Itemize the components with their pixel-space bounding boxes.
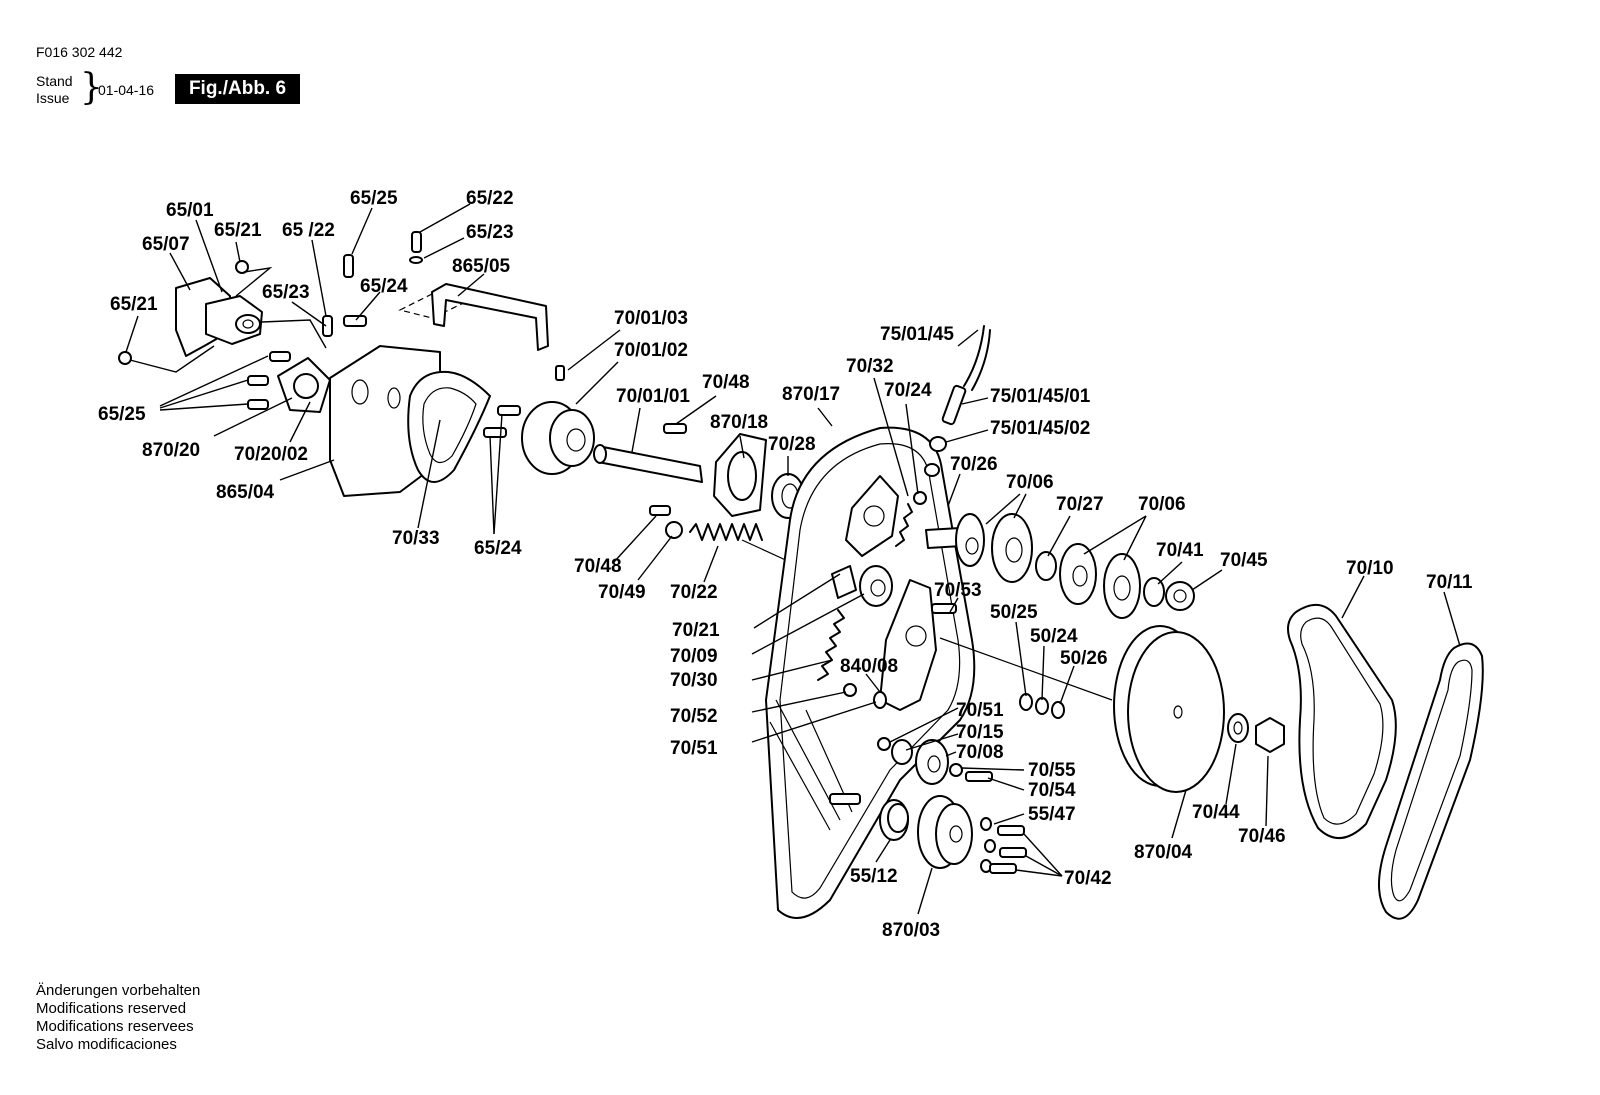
part-label: 870/18 — [710, 412, 768, 433]
part-label: 70/49 — [598, 582, 646, 603]
part-label: 70/11 — [1426, 572, 1473, 593]
part-label: 70/26 — [950, 454, 998, 475]
part-label: 70/32 — [846, 356, 894, 377]
part-label: 50/25 — [990, 602, 1038, 623]
part-label: 70/10 — [1346, 558, 1394, 579]
pulley-stack-part — [925, 513, 1195, 619]
drive-shaft-part — [593, 423, 703, 483]
part-label: 840/08 — [840, 656, 898, 677]
leader-lines — [125, 203, 1461, 915]
issue-date: 01-04-16 — [98, 82, 155, 98]
part-label: 70/20/02 — [234, 444, 308, 465]
part-label: 70/28 — [768, 434, 816, 455]
part-label: 65/23 — [466, 222, 514, 243]
tension-arm-part — [817, 565, 993, 805]
lower-pulley-part — [879, 795, 1027, 874]
part-label: 870/04 — [1134, 842, 1193, 863]
v-belt-long-part — [1378, 642, 1484, 920]
control-cable-part — [941, 325, 991, 426]
part-label: 55/12 — [850, 866, 898, 887]
tension-spring-part — [649, 505, 791, 563]
part-label: 70/06 — [1006, 472, 1054, 493]
flange-plate-part — [277, 357, 331, 413]
part-number: F016 302 442 — [36, 44, 123, 60]
part-label: 70/51 — [670, 738, 718, 759]
part-label: 870/17 — [782, 384, 840, 405]
part-label: 50/26 — [1060, 648, 1108, 669]
part-label: 65/25 — [98, 404, 146, 425]
gear-pulley-part — [521, 365, 595, 475]
part-label: 870/20 — [142, 440, 200, 461]
part-label: 65 /22 — [282, 220, 335, 241]
part-label: 75/01/45 — [880, 324, 954, 345]
part-label: 70/21 — [672, 620, 720, 641]
part-label: 70/41 — [1156, 540, 1204, 561]
part-label: 865/04 — [216, 482, 275, 503]
part-label: 70/06 — [1138, 494, 1186, 515]
part-label: 70/45 — [1220, 550, 1268, 571]
note-line: Modifications reservees — [36, 1018, 194, 1035]
part-label: 65/23 — [262, 282, 310, 303]
note-line: Modifications reserved — [36, 1000, 187, 1017]
part-label: 70/01/03 — [614, 308, 688, 329]
part-label: 65/01 — [166, 200, 214, 221]
part-label: 70/09 — [670, 646, 718, 667]
part-label: 65/21 — [214, 220, 262, 241]
part-label: 65/24 — [474, 538, 522, 559]
part-label: 70/44 — [1192, 802, 1240, 823]
part-label: 70/53 — [934, 580, 982, 601]
part-labels: 65/01 65/07 65/21 65/21 65 /22 65/25 65/… — [98, 188, 1473, 941]
part-label: 65/07 — [142, 234, 190, 255]
stand-label: Stand — [36, 73, 73, 89]
issue-label: Issue — [36, 90, 70, 106]
part-label: 865/05 — [452, 256, 511, 277]
part-label: 65/25 — [350, 188, 398, 209]
part-label: 70/55 — [1028, 760, 1076, 781]
part-label: 70/22 — [670, 582, 718, 603]
tensioner-bracket-part — [845, 436, 947, 557]
part-label: 70/54 — [1028, 780, 1076, 801]
brace-symbol: } — [80, 67, 103, 108]
part-label: 75/01/45/01 — [990, 386, 1091, 407]
part-label: 70/08 — [956, 742, 1004, 763]
part-label: 70/42 — [1064, 868, 1112, 889]
part-label: 70/27 — [1056, 494, 1104, 515]
part-label: 50/24 — [1030, 626, 1078, 647]
part-label: 65/21 — [110, 294, 158, 315]
part-label: 70/33 — [392, 528, 440, 549]
part-label: 870/03 — [882, 920, 940, 941]
part-label: 65/24 — [360, 276, 408, 297]
washer-parts — [1019, 693, 1065, 719]
part-label: 55/47 — [1028, 804, 1076, 825]
fastener-parts — [118, 231, 521, 438]
part-label: 70/01/01 — [616, 386, 690, 407]
v-belt-large-part — [1287, 604, 1397, 839]
part-label: 70/48 — [702, 372, 750, 393]
part-label: 70/30 — [670, 670, 718, 691]
figure-badge: Fig./Abb. 6 — [175, 74, 300, 104]
part-label: 70/15 — [956, 722, 1004, 743]
part-label: 65/22 — [466, 188, 514, 209]
modification-notes: Änderungen vorbehalten Modifications res… — [36, 982, 200, 1054]
part-label: 70/51 — [956, 700, 1004, 721]
part-label: 70/52 — [670, 706, 718, 727]
part-label: 75/01/45/02 — [990, 418, 1090, 439]
support-bracket-part — [431, 283, 549, 351]
note-line: Salvo modificaciones — [36, 1036, 177, 1053]
part-label: 70/24 — [884, 380, 932, 401]
part-label: 70/48 — [574, 556, 622, 577]
motor-bracket-part — [175, 277, 263, 357]
part-label: 70/01/02 — [614, 340, 688, 361]
large-pulley-part — [939, 625, 1285, 793]
note-line: Änderungen vorbehalten — [36, 982, 201, 999]
drive-belt-small-part — [407, 370, 491, 483]
part-label: 70/46 — [1238, 826, 1286, 847]
